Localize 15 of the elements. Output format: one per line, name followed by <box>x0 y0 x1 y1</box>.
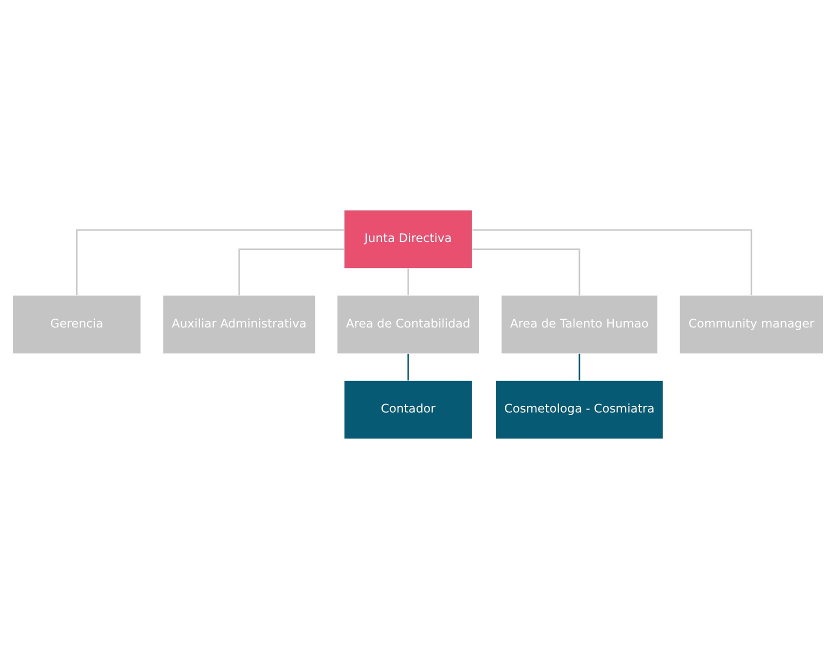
node-box: Area de Talento Humao <box>500 294 658 354</box>
node-box: Contador <box>344 380 473 439</box>
node-box: Junta Directiva <box>344 209 473 268</box>
connector <box>578 353 580 380</box>
connector <box>76 228 344 295</box>
connector <box>472 228 752 295</box>
node-box: Auxiliar Administrativa <box>162 294 316 354</box>
connector <box>407 268 409 295</box>
connector <box>472 248 580 295</box>
node-box: Community manager <box>679 294 824 354</box>
connector <box>238 248 344 295</box>
connector <box>407 353 409 380</box>
node-box: Cosmetologa - Cosmiatra <box>495 380 664 439</box>
node-box: Gerencia <box>12 294 142 354</box>
node-box: Area de Contabilidad <box>336 294 480 354</box>
